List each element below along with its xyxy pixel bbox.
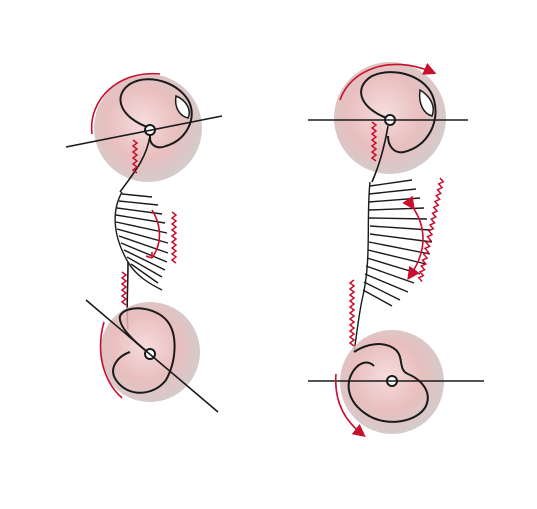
left-bottom-cam-outline [112,307,176,394]
left-bottom-axis-line [85,299,219,413]
left-top-rotation-arrow [90,72,161,135]
right-top-cam-outline [360,71,437,154]
left-fan-wave [170,211,178,264]
left-bottom-rotation-arrow [99,321,123,399]
left-top-disc [65,72,223,182]
right-mechanism [308,62,484,437]
right-bottom-cam-outline [347,343,429,423]
left-fan-arrow-head [145,252,153,259]
right-upper-wave [370,121,378,162]
left-mechanism [65,72,223,413]
left-upper-string [119,135,151,193]
left-fan-arrow-curve [151,209,161,259]
left-top-axis-line [65,115,223,148]
left-fan-spring [114,191,169,291]
right-fan-wave [417,177,445,283]
left-top-cam-notch [174,94,190,119]
right-bottom-rotation-arrow [334,373,366,437]
right-top-disc [308,62,468,174]
right-fan-arrow [402,195,424,280]
right-top-cam-notch [418,88,434,117]
left-upper-wave [131,139,139,174]
right-upper-string [371,125,389,183]
right-bottom-disc [308,330,484,437]
left-top-cam-outline [119,78,193,149]
left-lower-wave [120,271,128,306]
right-lower-wave [348,279,356,347]
left-bottom-disc [85,299,219,413]
right-top-rotation-arrow [339,62,437,101]
